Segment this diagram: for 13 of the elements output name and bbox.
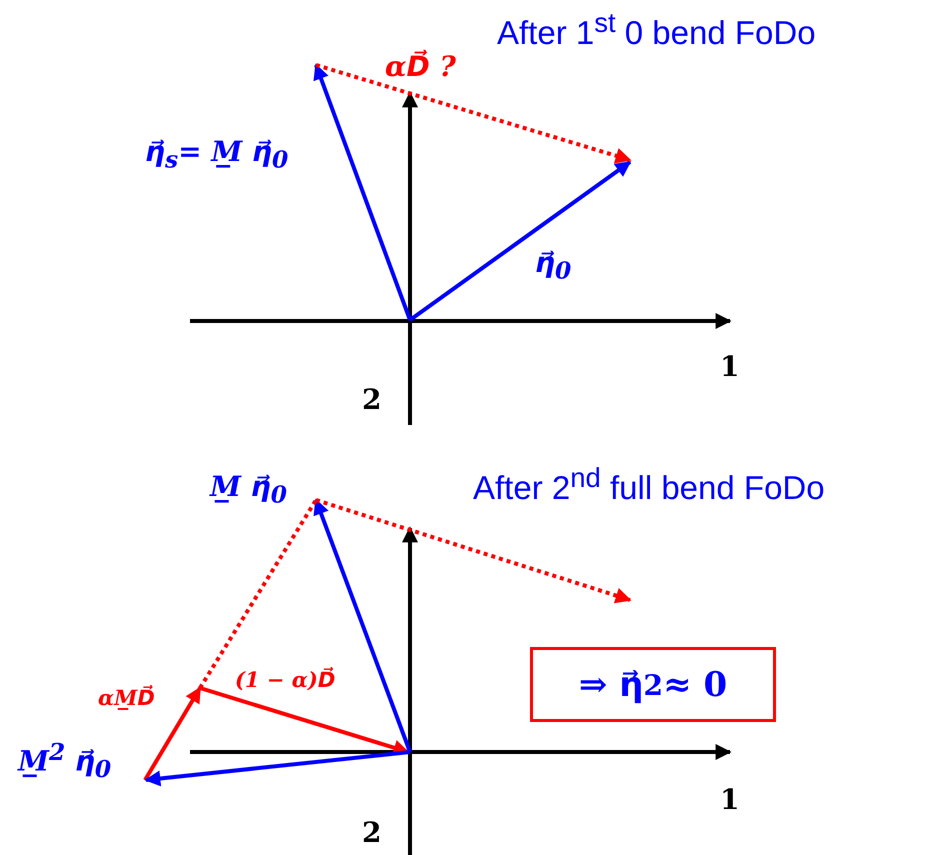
vector-label: η⃗$_{0}$ bbox=[535, 248, 572, 284]
heading: After 2$^{nd}$ full bend FoDo bbox=[473, 463, 825, 506]
vector-label: αM̲D⃗ bbox=[98, 686, 155, 710]
vector-label: (1 − α)D⃗ bbox=[235, 668, 336, 692]
equation-label: η⃗$_{s}$= M̲ η⃗$_{0}$ bbox=[145, 137, 288, 174]
heading: After 1$^{st}$ 0 bend FoDo bbox=[497, 8, 816, 52]
axis-label: 1 bbox=[720, 785, 740, 816]
vector-label: M̲$^{2}$ η⃗$_{0}$ bbox=[18, 740, 112, 783]
axis-label: 2 bbox=[362, 818, 382, 849]
vector-label: αD⃗ ? bbox=[385, 52, 456, 83]
axis-label: 1 bbox=[720, 352, 740, 383]
vector-label: M̲ η⃗$_{0}$ bbox=[210, 472, 287, 508]
axis-label: 2 bbox=[362, 385, 382, 416]
